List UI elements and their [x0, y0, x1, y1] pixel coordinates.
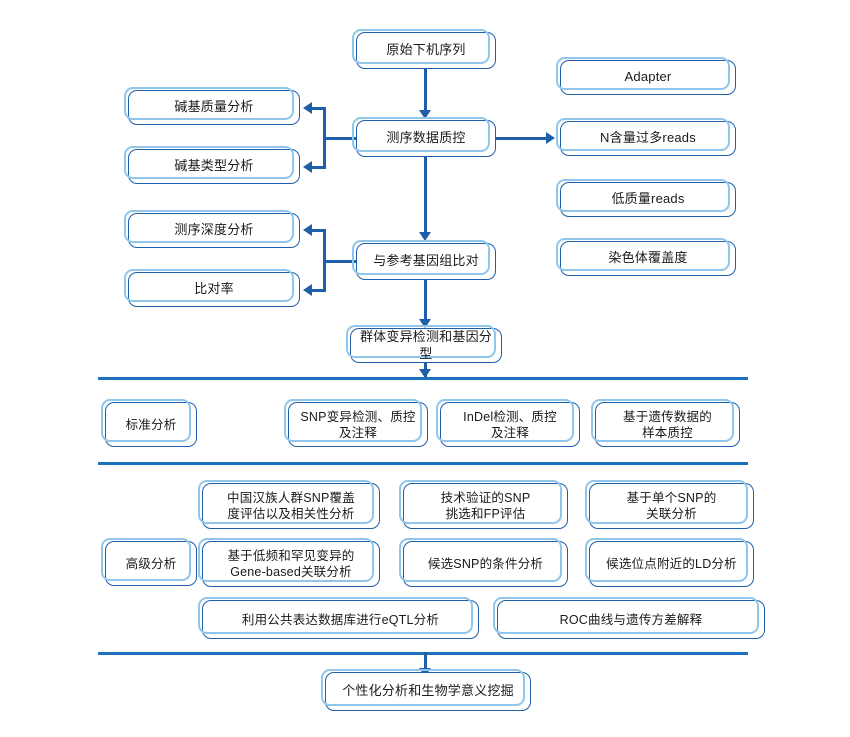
connector-alignment-to-variant	[424, 280, 427, 322]
node-public-expression-eqtl-analysis[interactable]: 利用公共表达数据库进行eQTL分析	[198, 597, 479, 639]
node-label: 候选位点附近的LD分析	[606, 557, 737, 571]
node-label: 候选SNP的条件分析	[427, 557, 544, 571]
arrowhead-qc-to-n-reads	[546, 132, 555, 144]
connector-qc-to-base-type	[312, 166, 326, 169]
connector-qc-to-alignment	[424, 157, 427, 235]
node-candidate-snp-conditional-analysis[interactable]: 候选SNP的条件分析	[399, 538, 568, 587]
node-label: 碱基类型分析	[174, 158, 254, 174]
connector-align-left-bus	[323, 229, 326, 291]
node-label: ROC曲线与遗传方差解释	[559, 612, 703, 627]
section-label-advanced-analysis[interactable]: 高级分析	[101, 538, 197, 586]
node-label: 原始下机序列	[386, 42, 466, 58]
node-label: 利用公共表达数据库进行eQTL分析	[241, 612, 440, 627]
divider-standard-analysis-top	[98, 377, 748, 380]
node-population-variant-genotyping[interactable]: 群体变异检测和基因分型	[346, 325, 502, 363]
node-base-quality-analysis[interactable]: 碱基质量分析	[124, 87, 300, 125]
connector-align-to-depth	[312, 229, 326, 232]
divider-final-top	[98, 652, 748, 655]
arrowhead-qc-to-base-quality	[303, 102, 312, 114]
node-roc-genetic-variance[interactable]: ROC曲线与遗传方差解释	[493, 597, 765, 639]
node-label: 基于低频和罕见变异的 Gene-based关联分析	[227, 549, 355, 579]
node-label: 群体变异检测和基因分型	[359, 328, 492, 361]
node-label: 个性化分析和生物学意义挖掘	[342, 683, 514, 699]
node-gene-based-rare-variant-association[interactable]: 基于低频和罕见变异的 Gene-based关联分析	[198, 538, 380, 587]
node-label: 测序深度分析	[174, 222, 254, 238]
node-label: 比对率	[194, 281, 234, 297]
node-label: 基于单个SNP的 关联分析	[626, 491, 717, 521]
arrowhead-raw-to-qc	[419, 110, 431, 119]
node-sequencing-depth-analysis[interactable]: 测序深度分析	[124, 210, 300, 248]
connector-qc-left-bus	[323, 108, 326, 168]
node-label: 基于遗传数据的 样本质控	[623, 409, 712, 440]
node-label: N含量过多reads	[600, 130, 696, 146]
node-label: 碱基质量分析	[174, 99, 254, 115]
node-candidate-locus-ld-analysis[interactable]: 候选位点附近的LD分析	[585, 538, 754, 587]
arrowhead-alignment-to-variant	[419, 319, 431, 328]
node-label: 染色体覆盖度	[608, 250, 688, 266]
node-label: 测序数据质控	[386, 130, 466, 146]
arrowhead-qc-to-base-type	[303, 161, 312, 173]
node-snp-detection-qc-annotation[interactable]: SNP变异检测、质控 及注释	[284, 399, 428, 447]
connector-align-to-rate	[312, 289, 326, 292]
section-label-text: 标准分析	[125, 417, 177, 432]
node-low-quality-reads[interactable]: 低质量reads	[556, 179, 736, 217]
connector-to-final	[424, 652, 427, 676]
connector-align-left-stem	[323, 260, 358, 263]
node-alignment-rate[interactable]: 比对率	[124, 269, 300, 307]
connector-qc-to-n-reads	[496, 137, 548, 140]
node-label: 与参考基因组比对	[373, 253, 479, 269]
node-chromosome-coverage[interactable]: 染色体覆盖度	[556, 238, 736, 276]
node-label: 技术验证的SNP 挑选和FP评估	[440, 491, 531, 521]
node-label: SNP变异检测、质控 及注释	[300, 409, 416, 440]
node-personalized-analysis-biological-mining[interactable]: 个性化分析和生物学意义挖掘	[321, 669, 531, 711]
section-label-text: 高级分析	[125, 556, 177, 571]
node-indel-detection-qc-annotation[interactable]: InDel检测、质控 及注释	[436, 399, 580, 447]
node-label: InDel检测、质控 及注释	[463, 409, 557, 440]
arrowhead-align-to-rate	[303, 284, 312, 296]
node-n-content-reads[interactable]: N含量过多reads	[556, 118, 736, 156]
node-reference-alignment[interactable]: 与参考基因组比对	[352, 240, 496, 280]
node-han-chinese-snp-coverage[interactable]: 中国汉族人群SNP覆盖 度评估以及相关性分析	[198, 480, 380, 529]
connector-raw-to-qc	[424, 69, 427, 113]
arrowhead-qc-to-alignment	[419, 232, 431, 241]
divider-advanced-analysis-top	[98, 462, 748, 465]
arrowhead-align-to-depth	[303, 224, 312, 236]
node-label: 低质量reads	[611, 191, 685, 207]
connector-qc-left-stem	[323, 137, 358, 140]
node-base-type-analysis[interactable]: 碱基类型分析	[124, 146, 300, 184]
node-label: Adapter	[624, 69, 672, 85]
node-raw-sequence[interactable]: 原始下机序列	[352, 29, 496, 69]
node-adapter[interactable]: Adapter	[556, 57, 736, 95]
connector-qc-to-base-quality	[312, 107, 326, 110]
node-single-snp-association[interactable]: 基于单个SNP的 关联分析	[585, 480, 754, 529]
node-label: 中国汉族人群SNP覆盖 度评估以及相关性分析	[227, 491, 355, 521]
node-genetic-data-sample-qc[interactable]: 基于遗传数据的 样本质控	[591, 399, 740, 447]
node-technical-validation-snp-fp[interactable]: 技术验证的SNP 挑选和FP评估	[399, 480, 568, 529]
arrowhead-variant-to-standard	[419, 369, 431, 378]
node-sequencing-qc[interactable]: 测序数据质控	[352, 117, 496, 157]
section-label-standard-analysis[interactable]: 标准分析	[101, 399, 197, 447]
